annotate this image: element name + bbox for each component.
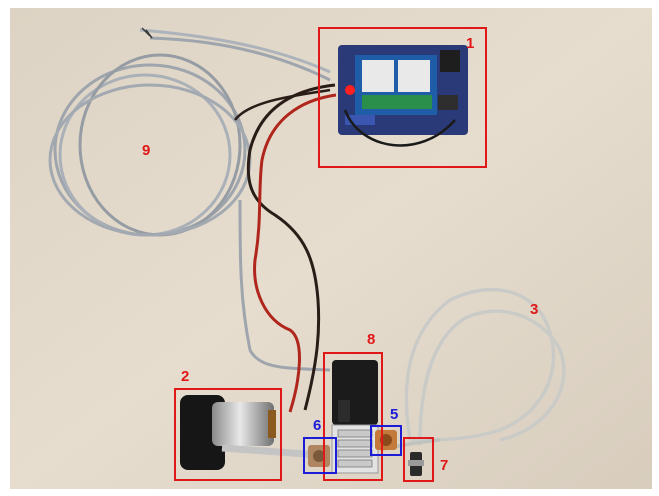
label-2: 2 xyxy=(181,368,190,385)
fitting-5 xyxy=(375,430,397,450)
wire-ends xyxy=(141,27,153,39)
label-5: 5 xyxy=(390,406,399,423)
controller-board xyxy=(338,45,468,147)
annotation-box-7 xyxy=(403,437,434,482)
label-6: 6 xyxy=(313,417,322,434)
label-1: 1 xyxy=(466,35,475,52)
label-9: 9 xyxy=(142,142,151,159)
annotation-box-2 xyxy=(174,388,282,481)
fitting-7 xyxy=(408,452,424,476)
annotation-box-5 xyxy=(370,425,402,456)
annotation-box-8 xyxy=(323,352,383,481)
label-8: 8 xyxy=(367,331,376,348)
annotation-box-6 xyxy=(303,437,337,474)
valve-assembly xyxy=(331,360,379,474)
grey-cable-coil xyxy=(48,28,331,372)
fitting-6 xyxy=(308,445,330,467)
annotation-box-1 xyxy=(318,27,487,168)
label-7: 7 xyxy=(440,457,449,474)
label-3: 3 xyxy=(530,301,539,318)
